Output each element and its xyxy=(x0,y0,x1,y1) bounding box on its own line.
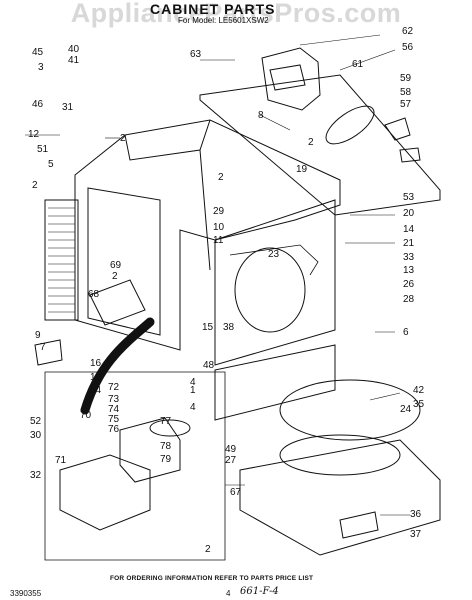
document-number: 3390355 xyxy=(10,589,42,598)
callout-78: 78 xyxy=(160,441,172,452)
callout-63: 63 xyxy=(190,49,202,60)
bracket xyxy=(384,117,411,141)
callout-58: 58 xyxy=(400,87,412,98)
callout-4: 4 xyxy=(190,402,196,413)
callout-75: 75 xyxy=(108,414,120,425)
callout-5: 5 xyxy=(48,159,54,170)
callout-67: 67 xyxy=(230,487,242,498)
callout-13: 13 xyxy=(403,265,415,276)
callout-19: 19 xyxy=(296,164,308,175)
cabinet-outline xyxy=(74,119,341,351)
callout-45: 45 xyxy=(32,47,44,58)
callout-14: 14 xyxy=(403,224,415,235)
callout-2: 2 xyxy=(218,172,224,183)
callout-41: 41 xyxy=(68,55,80,66)
callout-30: 30 xyxy=(30,430,42,441)
callout-26: 26 xyxy=(403,279,415,290)
callout-59: 59 xyxy=(400,73,412,84)
drum-ring-upper xyxy=(279,379,421,441)
drum-opening xyxy=(234,247,306,333)
callout-29: 29 xyxy=(213,206,225,217)
watermark: AppliancePartsPros.com xyxy=(70,0,402,28)
callout-16: 16 xyxy=(90,358,102,369)
callout-6: 6 xyxy=(403,327,409,338)
callout-2: 2 xyxy=(205,544,211,555)
callout-15: 15 xyxy=(202,322,214,333)
vent-panel xyxy=(44,199,79,321)
callout-3: 3 xyxy=(38,62,44,73)
callout-2: 2 xyxy=(32,180,38,191)
callout-61: 61 xyxy=(352,59,364,70)
callout-23: 23 xyxy=(268,249,280,260)
callout-21: 21 xyxy=(403,238,415,249)
callout-2: 2 xyxy=(112,271,118,282)
callout-20: 20 xyxy=(403,208,415,219)
diagram-subtitle: For Model: LE5601XSW2 xyxy=(178,16,269,25)
callout-8: 8 xyxy=(258,110,264,121)
callout-51: 51 xyxy=(37,144,49,155)
callout-77: 77 xyxy=(160,416,172,427)
callout-49: 49 xyxy=(225,444,237,455)
control-inset-box xyxy=(44,371,226,561)
callout-2: 2 xyxy=(120,133,126,144)
callout-9: 9 xyxy=(35,330,41,341)
cabinet-side-panel xyxy=(87,187,161,336)
handwritten-note: 661-F-4 xyxy=(240,586,279,597)
callout-57: 57 xyxy=(400,99,412,110)
callout-62: 62 xyxy=(402,26,414,37)
callout-31: 31 xyxy=(62,102,74,113)
callout-7: 7 xyxy=(40,342,46,353)
callout-2: 2 xyxy=(308,137,314,148)
callout-37: 37 xyxy=(410,529,422,540)
callout-24: 24 xyxy=(400,404,412,415)
callout-70: 70 xyxy=(80,410,92,421)
callout-56: 56 xyxy=(402,42,414,53)
callout-34: 34 xyxy=(90,385,102,396)
callout-46: 46 xyxy=(32,99,44,110)
drive-belt xyxy=(325,105,375,145)
top-panel xyxy=(199,74,441,216)
pointer-arrow xyxy=(80,317,155,415)
callout-40: 40 xyxy=(68,44,80,55)
callout-18: 18 xyxy=(90,372,102,383)
ordering-footer: FOR ORDERING INFORMATION REFER TO PARTS … xyxy=(110,575,314,582)
callout-27: 27 xyxy=(225,455,237,466)
callout-32: 32 xyxy=(30,470,42,481)
callout-11: 11 xyxy=(213,235,224,246)
callout-48: 48 xyxy=(203,360,215,371)
callout-71: 71 xyxy=(55,455,67,466)
callout-76: 76 xyxy=(108,424,120,435)
callout-69: 69 xyxy=(110,260,122,271)
motor-assembly xyxy=(261,47,321,111)
callout-36: 36 xyxy=(410,509,422,520)
callout-42: 42 xyxy=(413,385,425,396)
callout-74: 74 xyxy=(108,404,120,415)
callout-53: 53 xyxy=(403,192,415,203)
callout-4: 4 xyxy=(190,377,196,388)
callout-33: 33 xyxy=(403,252,415,263)
front-panel xyxy=(214,199,336,366)
callout-52: 52 xyxy=(30,416,42,427)
base-panel xyxy=(239,439,441,556)
callout-79: 79 xyxy=(160,454,172,465)
page-number: 4 xyxy=(226,589,231,598)
drum-ring-lower xyxy=(279,434,401,476)
callout-10: 10 xyxy=(213,222,225,233)
callout-28: 28 xyxy=(403,294,415,305)
callout-68: 68 xyxy=(88,289,100,300)
callout-1: 1 xyxy=(190,385,196,396)
callout-73: 73 xyxy=(108,394,120,405)
callout-12: 12 xyxy=(28,129,40,140)
callout-38: 38 xyxy=(223,322,235,333)
callout-35: 35 xyxy=(413,399,425,410)
diagram-title: CABINET PARTS xyxy=(150,1,276,17)
callout-72: 72 xyxy=(108,382,120,393)
